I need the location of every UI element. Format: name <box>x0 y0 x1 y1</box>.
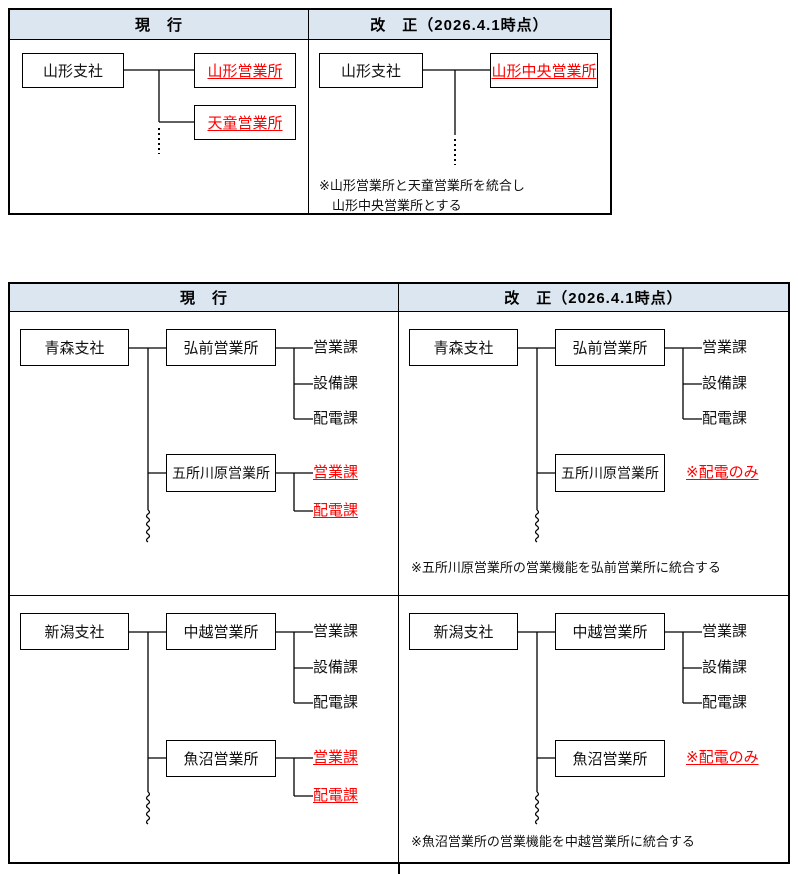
dept-label: 配電課 <box>702 410 748 427</box>
dept-label-red: 配電課 <box>313 787 359 804</box>
top-current-panel: 山形支社 山形営業所 天童営業所 <box>10 40 309 213</box>
aomori-revised-panel: 青森支社 弘前営業所 営業課 設備課 配電課 五所川原営業所 ※配電のみ ※五所… <box>399 312 788 596</box>
aomori-niigata-restructure-table: 現 行 改 正（2026.4.1時点） 青森支社 弘前営業所 営業課 <box>8 282 790 864</box>
box-goshogawara-office: 五所川原営業所 <box>555 454 665 492</box>
org-connector-lines <box>518 347 702 543</box>
merge-note-goshogawara: ※五所川原営業所の営業機能を弘前営業所に統合する <box>411 560 721 575</box>
box-yamagata-chuo-office: 山形中央営業所 <box>490 53 598 88</box>
top-header-current: 現 行 <box>10 10 309 39</box>
box-uonuma-office: 魚沼営業所 <box>166 740 276 777</box>
dept-label: 配電課 <box>313 410 359 427</box>
box-tendo-office: 天童営業所 <box>194 105 296 140</box>
aomori-current-panel: 青森支社 弘前営業所 営業課 設備課 配電課 五所川原営業所 営業課 配電課 <box>10 312 399 596</box>
cutoff-next-section-divider <box>398 864 400 874</box>
dept-label: 配電課 <box>313 694 359 711</box>
yamagata-restructure-table: 現 行 改 正（2026.4.1時点） 山形支社 山形営業所 天童営業所 山形支… <box>8 8 612 215</box>
box-yamagata-office: 山形営業所 <box>194 53 296 88</box>
box-aomori-branch: 青森支社 <box>409 329 518 366</box>
merge-note-yamagata: ※山形営業所と天童営業所を統合し 山形中央営業所とする <box>319 176 525 213</box>
org-connector-lines <box>129 347 313 543</box>
dept-label: 営業課 <box>313 339 359 356</box>
dept-label: 配電課 <box>702 694 748 711</box>
box-hirosaki-office: 弘前営業所 <box>555 329 665 366</box>
haiden-only-tag: ※配電のみ <box>686 464 759 481</box>
dept-label-red: 営業課 <box>313 749 359 766</box>
dept-label: 営業課 <box>702 339 748 356</box>
org-connector-lines <box>423 69 490 165</box>
box-goshogawara-office: 五所川原営業所 <box>166 454 276 492</box>
dept-label-red: 配電課 <box>313 502 359 519</box>
box-niigata-branch: 新潟支社 <box>20 613 129 650</box>
merge-note-line2: 山形中央営業所とする <box>332 198 462 213</box>
box-uonuma-office: 魚沼営業所 <box>555 740 665 777</box>
dept-label: 設備課 <box>702 375 748 392</box>
dept-label: 設備課 <box>702 659 748 676</box>
bottom-header-current: 現 行 <box>10 284 399 311</box>
bottom-header-revised: 改 正（2026.4.1時点） <box>399 284 788 311</box>
box-chuetsu-office: 中越営業所 <box>166 613 276 650</box>
box-chuetsu-office: 中越営業所 <box>555 613 665 650</box>
top-revised-panel: 山形支社 山形中央営業所 ※山形営業所と天童営業所を統合し 山形中央営業所とする <box>309 40 610 213</box>
haiden-only-tag: ※配電のみ <box>686 749 759 766</box>
org-connector-lines <box>129 631 313 825</box>
box-yamagata-branch: 山形支社 <box>22 53 124 88</box>
niigata-revised-panel: 新潟支社 中越営業所 営業課 設備課 配電課 魚沼営業所 ※配電のみ ※魚沼営業… <box>399 596 788 862</box>
dept-label: 設備課 <box>313 375 359 392</box>
org-connector-lines <box>518 631 702 825</box>
dept-label: 営業課 <box>702 623 748 640</box>
niigata-current-panel: 新潟支社 中越営業所 営業課 設備課 配電課 魚沼営業所 営業課 配電課 <box>10 596 399 862</box>
top-header-revised: 改 正（2026.4.1時点） <box>309 10 610 39</box>
org-connector-lines <box>124 69 194 154</box>
box-niigata-branch: 新潟支社 <box>409 613 518 650</box>
box-aomori-branch: 青森支社 <box>20 329 129 366</box>
box-hirosaki-office: 弘前営業所 <box>166 329 276 366</box>
dept-label: 設備課 <box>313 659 359 676</box>
box-yamagata-branch: 山形支社 <box>319 53 423 88</box>
merge-note-line1: ※山形営業所と天童営業所を統合し <box>319 178 525 193</box>
dept-label-red: 営業課 <box>313 464 359 481</box>
merge-note-uonuma: ※魚沼営業所の営業機能を中越営業所に統合する <box>411 834 695 849</box>
dept-label: 営業課 <box>313 623 359 640</box>
